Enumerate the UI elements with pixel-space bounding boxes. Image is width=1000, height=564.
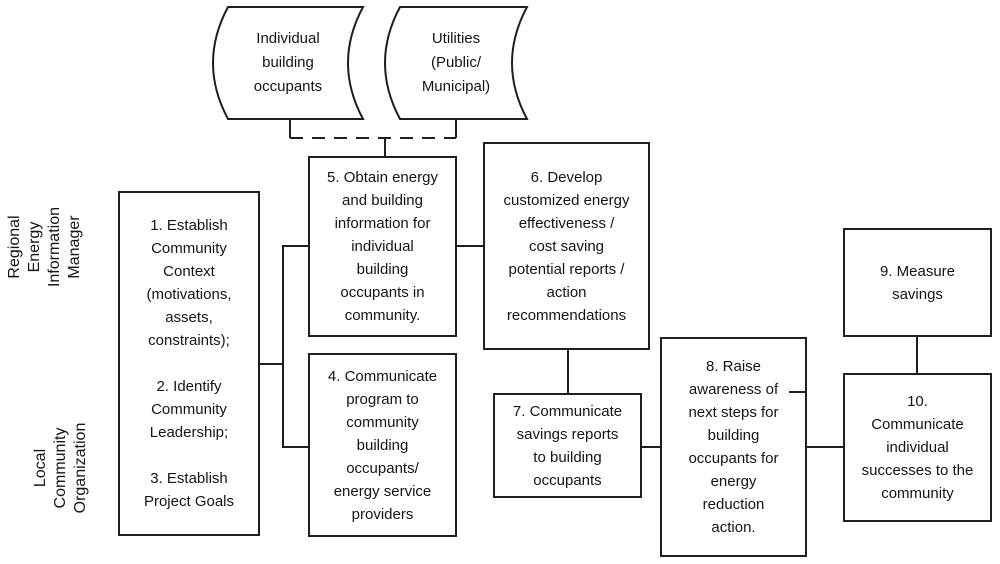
step-box-7: 7. Communicate savings reports to buildi…: [493, 393, 642, 498]
data-store-shape-individual-building-occupants: [212, 6, 365, 120]
step-box-9: 9. Measure savings: [843, 228, 992, 337]
data-store-shapes: [212, 6, 529, 120]
step-box-8: 8. Raise awareness of next steps for bui…: [660, 337, 807, 557]
lane-label-local-community-organization: Local Community Organization: [32, 422, 89, 514]
data-store-individual-building-occupants: Individual building occupants: [253, 30, 323, 95]
data-store-utilities: Utilities (Public/ Municipal): [421, 30, 491, 95]
step-box-5: 5. Obtain energy and building informatio…: [308, 156, 457, 337]
step-box-4: 4. Communicate program to community buil…: [308, 353, 457, 537]
step-box-10: 10. Communicate individual successes to …: [843, 373, 992, 522]
step-box-6: 6. Develop customized energy effectivene…: [483, 142, 650, 350]
step-box-1-2-3: 1. Establish Community Context (motivati…: [118, 191, 260, 536]
data-store-shape-utilities: [384, 6, 529, 120]
connector-lines: [260, 119, 918, 448]
lane-label-regional-energy-information-manager: Regional Energy Information Manager: [6, 206, 83, 288]
